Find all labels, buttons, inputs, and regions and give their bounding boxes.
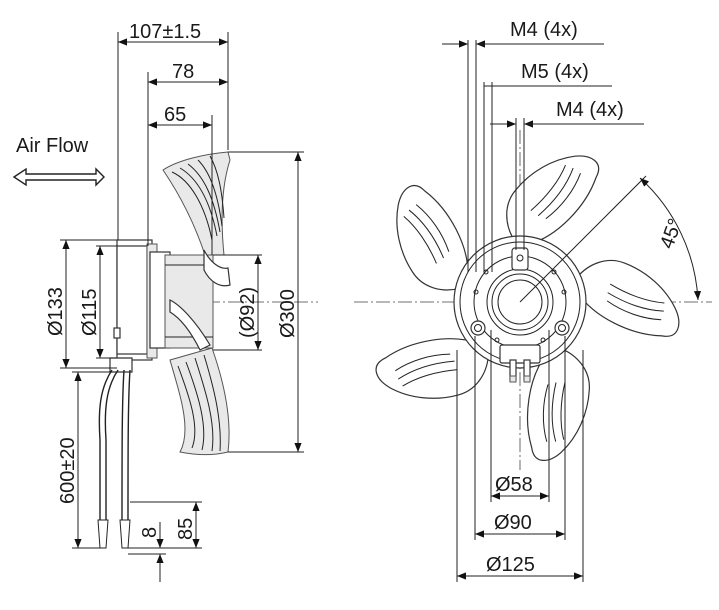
dim-133: Ø133 (45, 287, 67, 336)
impeller-blade (506, 155, 600, 246)
dim-8: 8 (139, 527, 161, 538)
cable (97, 357, 133, 549)
dim-angle: 45° (656, 216, 687, 252)
air-flow-label: Air Flow (16, 135, 89, 157)
dim-m4-lower: M4 (4x) (556, 99, 624, 121)
side-view: Air Flow (12, 21, 318, 582)
dim-m4-top: M4 (4x) (510, 19, 578, 41)
dim-65: 65 (164, 104, 186, 126)
impeller-blade (576, 259, 680, 337)
dim-92: (Ø92) (237, 287, 259, 338)
front-view: M4 (4x) M5 (4x) M4 (4x) 45° Ø58 Ø90 Ø125 (354, 19, 712, 582)
dim-107: 107±1.5 (129, 21, 201, 43)
impeller-blades (375, 155, 680, 461)
impeller-blade (527, 347, 590, 461)
dim-58: Ø58 (495, 474, 533, 496)
impeller-blade (375, 338, 490, 399)
dim-600: 600±20 (57, 437, 79, 504)
dim-85: 85 (175, 518, 197, 540)
dim-125: Ø125 (486, 554, 535, 576)
dim-300: Ø300 (277, 289, 299, 338)
dim-90: Ø90 (494, 512, 532, 534)
dim-m5: M5 (4x) (521, 61, 589, 83)
impeller-blade (396, 185, 469, 291)
bottom-blade-side (169, 299, 230, 456)
dim-78: 78 (172, 61, 194, 83)
dim-115: Ø115 (79, 289, 101, 336)
air-flow-arrow (12, 167, 105, 187)
